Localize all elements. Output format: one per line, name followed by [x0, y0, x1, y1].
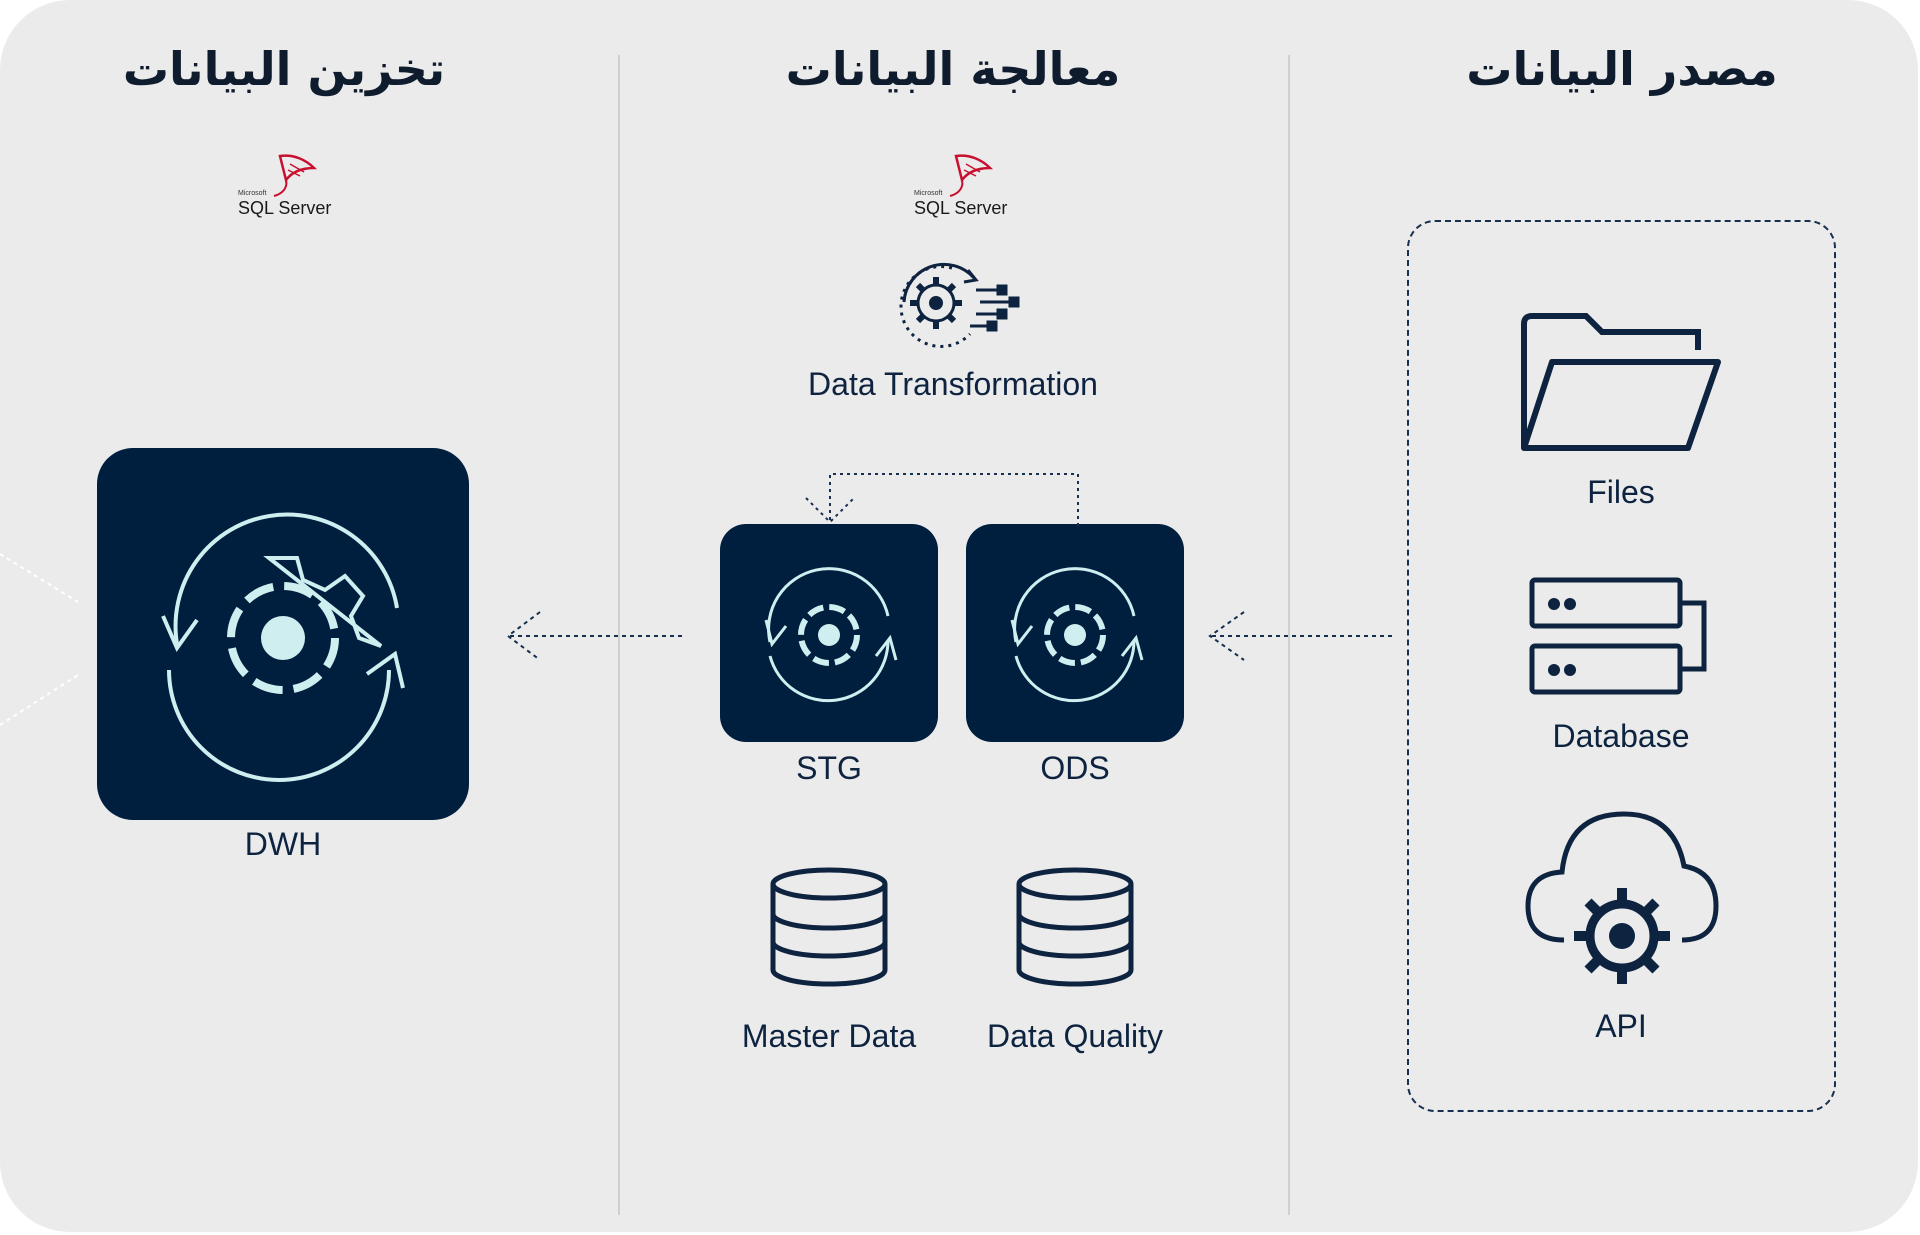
database-servers-icon: [1529, 577, 1707, 695]
sql-server-brand-small: Microsoft: [238, 190, 267, 197]
gear-sync-icon: [161, 512, 405, 782]
sql-server-text: SQL Server: [914, 198, 1008, 218]
database-label: Database: [1552, 718, 1690, 754]
dwh-label: DWH: [244, 826, 322, 862]
heading-data-storage: تخزين البيانات: [122, 42, 446, 96]
gear-sync-icon: [1010, 567, 1144, 703]
dwh-tile: [97, 448, 469, 820]
decorative-dashed-lines: [0, 553, 79, 726]
sql-server-icon: [949, 154, 994, 197]
gear-sync-icon: [764, 567, 898, 703]
data-quality-label: Data Quality: [986, 1018, 1164, 1054]
data-source-group: [1407, 220, 1836, 1112]
data-transformation-label: Data Transformation: [808, 366, 1098, 402]
data-quality-database-icon: [1016, 867, 1134, 987]
files-label: Files: [1587, 474, 1655, 510]
heading-data-source: مصدر البيانات: [1466, 42, 1778, 96]
divider-right: [1288, 55, 1290, 1215]
master-data-database-icon: [770, 867, 888, 987]
api-label: API: [1595, 1008, 1647, 1044]
data-transformation-icon: [899, 262, 1020, 348]
ods-tile: [966, 524, 1184, 742]
arrow-processing-to-storage: [506, 611, 685, 661]
sql-server-icon: [273, 154, 318, 197]
master-data-label: Master Data: [741, 1018, 917, 1054]
connector-ods-to-stg: [805, 473, 1079, 526]
stg-tile: [720, 524, 938, 742]
folder-icon: [1521, 313, 1721, 451]
heading-data-processing: معالجة البيانات: [785, 42, 1121, 96]
divider-left: [618, 55, 620, 1215]
sql-server-logo-processing: Microsoft SQL Server: [906, 150, 1026, 225]
arrow-source-to-processing: [1208, 611, 1392, 661]
sql-server-text: SQL Server: [238, 198, 332, 218]
cloud-gear-icon: [1525, 811, 1719, 984]
sql-server-brand-small: Microsoft: [914, 190, 943, 197]
sql-server-logo-storage: Microsoft SQL Server: [230, 150, 350, 225]
ods-label: ODS: [1040, 750, 1110, 786]
stg-label: STG: [796, 750, 862, 786]
